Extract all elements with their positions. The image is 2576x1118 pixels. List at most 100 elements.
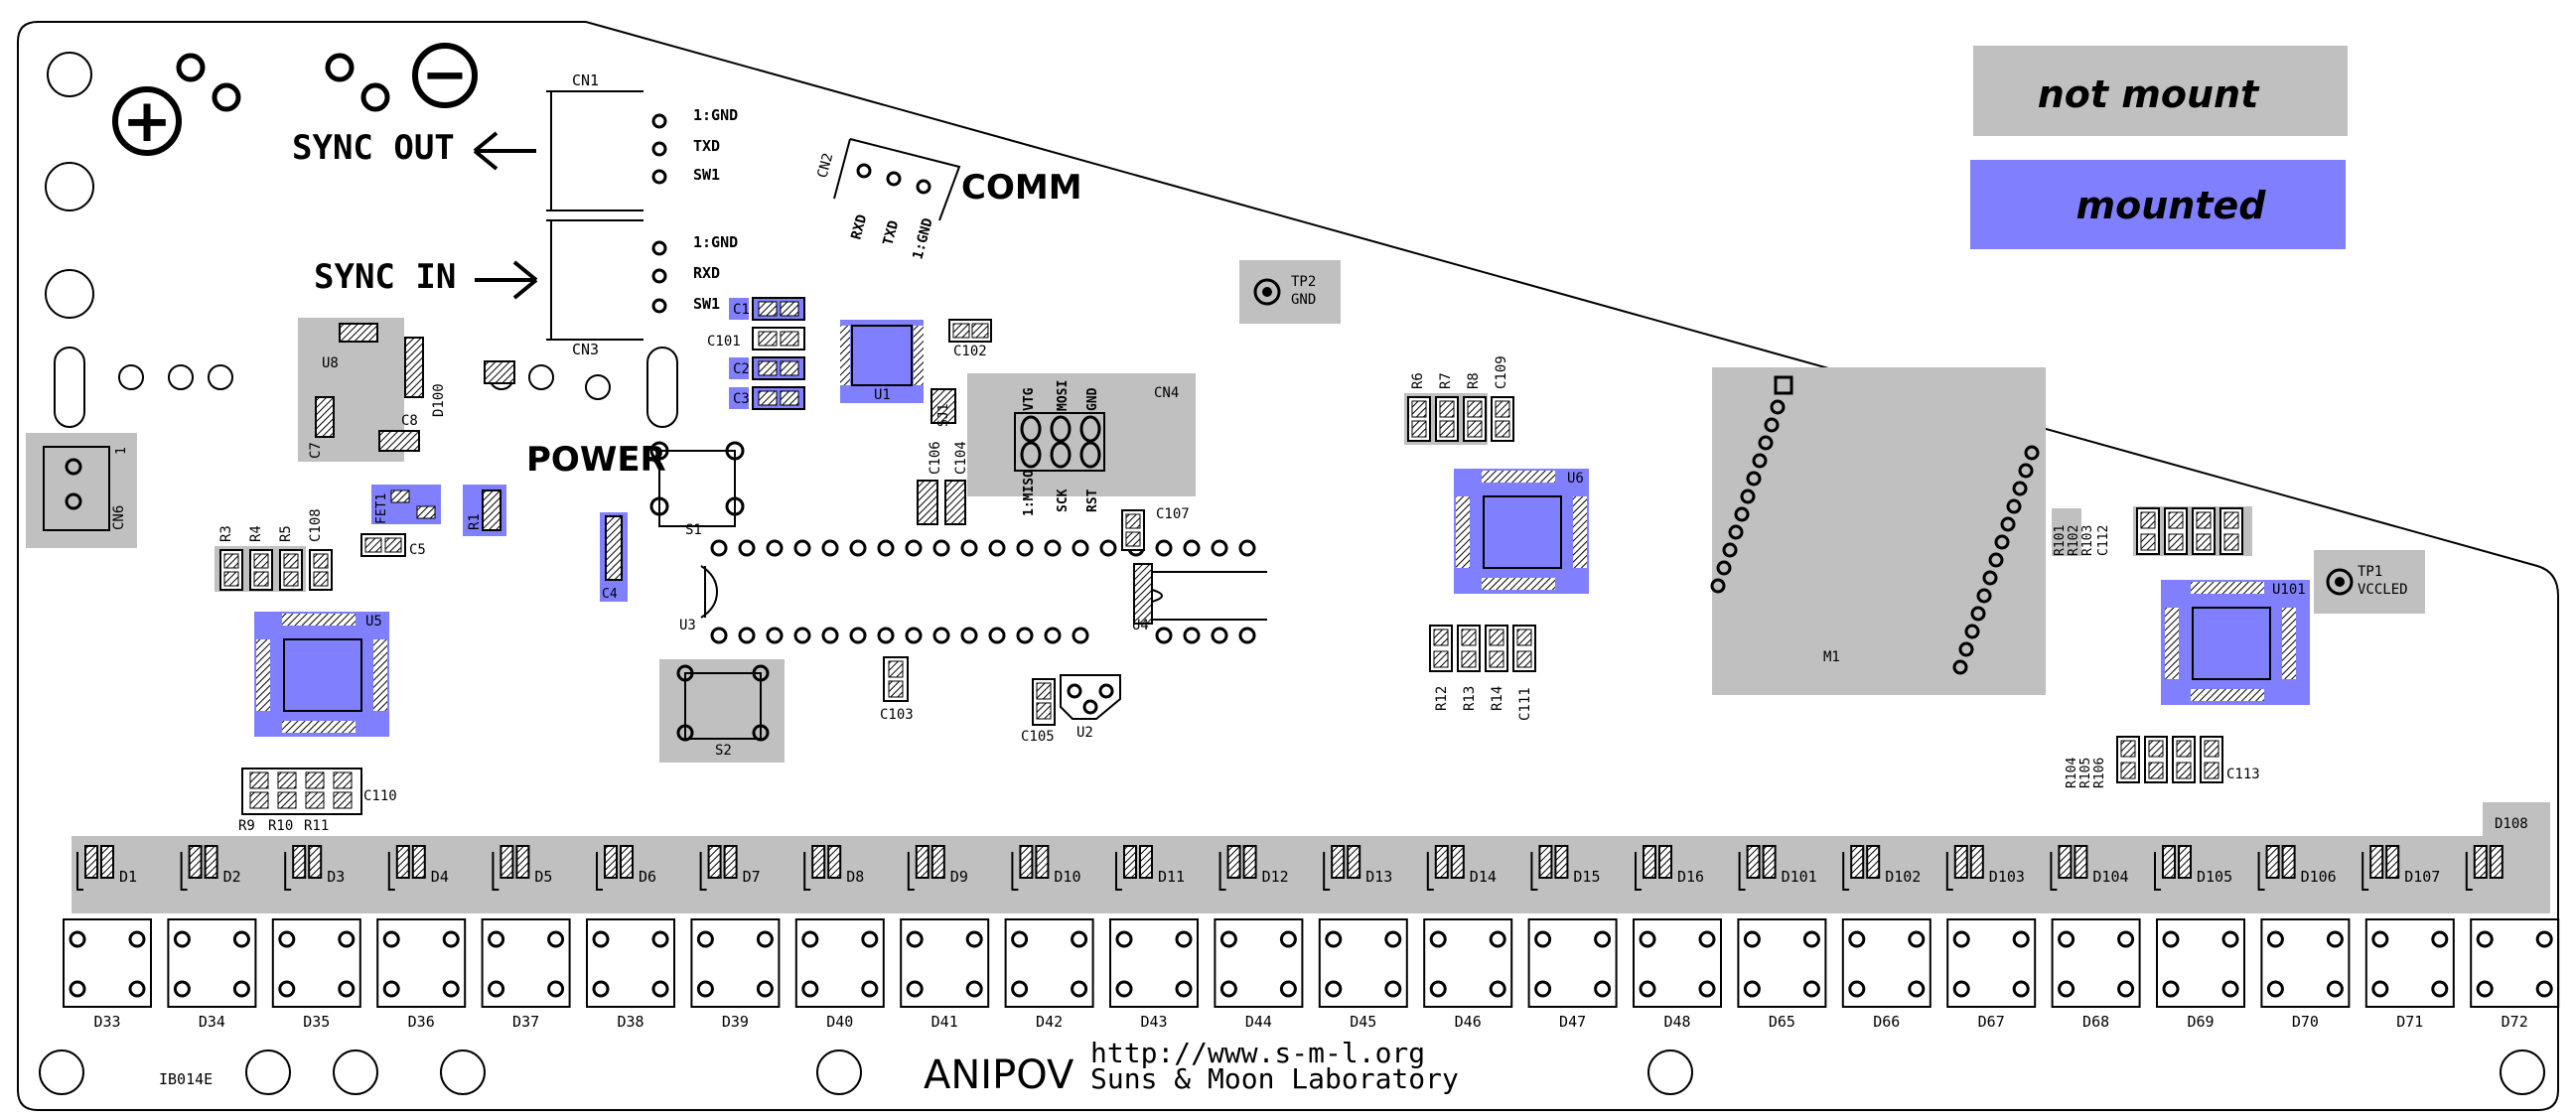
r14-label: R14 <box>1490 686 1505 711</box>
led-footprint: D7 <box>699 845 761 891</box>
r4-label: R4 <box>248 525 264 542</box>
tact-switch: D72 <box>2470 918 2560 1031</box>
tact-switch: D70 <box>2260 918 2351 1031</box>
led-label: D16 <box>1677 868 1704 886</box>
switch-label: D68 <box>2082 1013 2109 1031</box>
tact-switch: D43 <box>1109 918 1199 1031</box>
c109-label: C109 <box>1494 355 1509 389</box>
product-name: ANIPOV <box>924 1052 1074 1098</box>
tact-switch: D34 <box>167 918 257 1031</box>
cn3-pins <box>651 240 667 314</box>
c106-label: C106 <box>928 441 943 475</box>
cn3-outline <box>546 219 644 341</box>
led-label: D12 <box>1262 868 1289 886</box>
tp2-label: TP2 <box>1291 274 1316 290</box>
r9-label: R9 <box>238 818 255 834</box>
tp1-net: VCCLED <box>2358 582 2408 598</box>
switch-label: D71 <box>2396 1013 2423 1031</box>
r5-label: R5 <box>278 525 294 542</box>
r104-label: R104 <box>2065 758 2079 788</box>
r12-label: R12 <box>1434 686 1450 711</box>
legend-mounted-label: mounted <box>2076 184 2267 227</box>
led-label: D10 <box>1054 868 1080 886</box>
s2-label: S2 <box>715 743 732 759</box>
led-label: D1 <box>119 868 137 886</box>
cap-stack: C1 C101 C2 C3 <box>707 297 805 410</box>
cn1-outline <box>546 90 644 211</box>
led-footprint: D1 <box>76 845 137 891</box>
tact-switch: D65 <box>1737 918 1827 1031</box>
led-label: D5 <box>534 868 552 886</box>
cn2-outline <box>833 138 961 221</box>
cn2-pins <box>856 163 931 195</box>
tp1-area <box>2314 550 2425 614</box>
tact-switch: D69 <box>2156 918 2245 1031</box>
switch-label: D67 <box>1978 1013 2005 1031</box>
d108-label: D108 <box>2495 816 2528 832</box>
cn2-label: CN2 <box>814 151 836 180</box>
c110-label: C110 <box>363 788 397 804</box>
switch-label: D36 <box>408 1013 435 1031</box>
d100-label: D100 <box>431 383 447 417</box>
tact-switch: D37 <box>481 918 571 1031</box>
led-label: D7 <box>743 868 761 886</box>
board-id: IB014E <box>159 1070 213 1088</box>
switch-label: D70 <box>2292 1013 2319 1031</box>
sync-in-arrow-icon <box>475 260 538 300</box>
u5-label: U5 <box>365 614 382 629</box>
tact-switch: D45 <box>1318 918 1408 1031</box>
switch-label: D43 <box>1140 1013 1167 1031</box>
led-label: D105 <box>2197 868 2232 886</box>
led-footprint: D15 <box>1530 845 1600 891</box>
cn1-pin2-label: TXD <box>693 137 720 155</box>
led-footprint: D107 <box>2361 845 2440 891</box>
m1-module <box>1712 367 2046 695</box>
u2-package <box>1060 674 1121 720</box>
r10-label: R10 <box>268 818 293 834</box>
m1-label: M1 <box>1823 649 1840 665</box>
lab-name: Suns & Moon Laboratory <box>1090 1062 1459 1095</box>
u3-dip-pins <box>710 539 1256 644</box>
switch-label: D48 <box>1663 1013 1690 1031</box>
cn2-pin-rxd: RXD <box>848 212 870 241</box>
led-footprint: D101 <box>1738 845 1817 891</box>
tact-switch: D47 <box>1527 918 1618 1031</box>
u101-label: U101 <box>2272 582 2306 598</box>
power-label: POWER <box>526 440 666 480</box>
led-footprint: D11 <box>1115 845 1185 891</box>
led-strip <box>72 836 2550 913</box>
r101-label: R101 <box>2053 525 2068 556</box>
led-label: D4 <box>431 868 449 886</box>
website-url: http://www.s-m-l.org <box>1090 1037 1425 1069</box>
c3-label: C3 <box>733 391 750 407</box>
led-label: D13 <box>1365 868 1392 886</box>
r3-label: R3 <box>218 525 234 542</box>
s1-label: S1 <box>685 522 702 538</box>
led-label: D8 <box>846 868 864 886</box>
switch-label: D39 <box>722 1013 749 1031</box>
led-footprint: D106 <box>2257 845 2337 891</box>
fet1-label: FET1 <box>374 493 389 524</box>
switch-label: D72 <box>2502 1013 2528 1031</box>
led-label: D101 <box>1782 868 1817 886</box>
s1-switch <box>658 450 736 527</box>
led-footprint: D103 <box>1945 845 2025 891</box>
led-label: D9 <box>950 868 968 886</box>
cn4-vtg: VTG <box>1022 387 1037 411</box>
c105-label: C105 <box>1021 729 1055 745</box>
c101-label: C101 <box>707 334 741 349</box>
u4-label: U4 <box>1132 618 1149 633</box>
cn6-label: CN6 <box>111 505 127 530</box>
sync-in-label: SYNC IN <box>314 257 456 297</box>
led-footprint: D102 <box>1842 845 1921 891</box>
tact-switch: D36 <box>376 918 467 1031</box>
tp2-net: GND <box>1291 292 1316 308</box>
switch-label: D65 <box>1769 1013 1795 1031</box>
mounting-holes <box>39 52 2545 1095</box>
cn3-label: CN3 <box>572 341 599 358</box>
r105-label: R105 <box>2078 758 2093 788</box>
r106-label: R106 <box>2092 758 2107 788</box>
switch-label: D38 <box>617 1013 644 1031</box>
cn3-pin3-label: SW1 <box>693 295 720 313</box>
